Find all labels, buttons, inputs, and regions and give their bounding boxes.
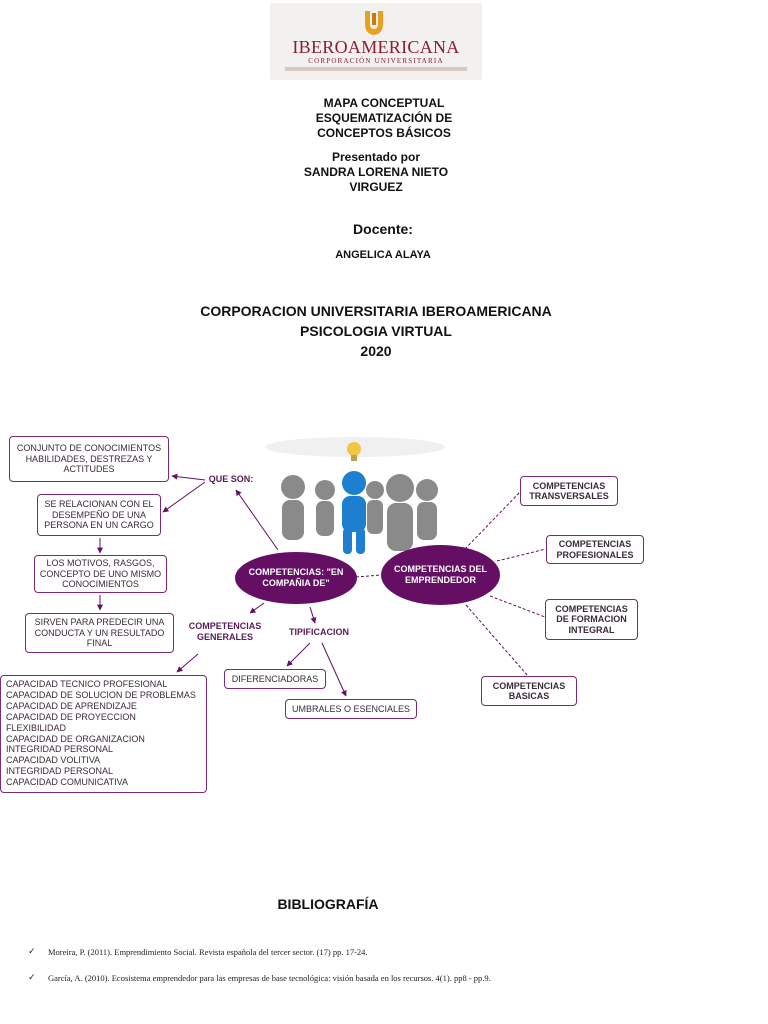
list-item: CAPACIDAD VOLITIVA [6, 755, 101, 766]
concept-box-umbrales: UMBRALES O ESENCIALES [285, 699, 417, 719]
teacher-name: ANGELICA ALAYA [335, 249, 431, 261]
list-item: CAPACIDAD DE APRENDIZAJE [6, 700, 137, 711]
list-item: CAPACIDAD DE SOLUCION DE PROBLEMAS [6, 689, 196, 700]
title-line: CONCEPTOS BÁSICOS [317, 126, 451, 140]
general-competencies-list: CAPACIDAD TECNICO PROFESIONAL CAPACIDAD … [0, 675, 207, 793]
ellipse-competencias-main: COMPETENCIAS: "EN COMPAÑIA DE" [235, 552, 357, 604]
presented-by: Presentado por SANDRA LORENA NIETO VIRGU… [0, 150, 752, 195]
list-item: CAPACIDAD COMUNICATIVA [6, 777, 129, 788]
concept-box-motives: LOS MOTIVOS, RASGOS, CONCEPTO DE UNO MIS… [34, 555, 167, 593]
teacher-label: Docente: [353, 221, 413, 237]
institution-line: 2020 [360, 343, 392, 359]
institution-block: CORPORACION UNIVERSITARIA IBEROAMERICANA… [0, 301, 752, 361]
list-item: INTEGRIDAD PERSONAL [6, 766, 114, 777]
concept-box-definition: CONJUNTO DE CONOCIMIENTOS HABILIDADES, D… [9, 436, 169, 482]
logo-subtitle: CORPORACIÓN UNIVERSITARIA [308, 57, 444, 65]
presented-line: SANDRA LORENA NIETO [303, 165, 449, 179]
institution-line: CORPORACION UNIVERSITARIA IBEROAMERICANA [200, 303, 552, 319]
label-tipificacion: TIPIFICACION [289, 627, 349, 637]
institution-line: PSICOLOGIA VIRTUAL [300, 323, 452, 339]
list-item: CAPACIDAD DE PROYECCION [6, 711, 136, 722]
ellipse-competencias-emprendedor: COMPETENCIAS DEL EMPRENDEDOR [381, 545, 500, 605]
concept-box-formacion-integral: COMPETENCIAS DE FORMACION INTEGRAL [545, 599, 638, 640]
reference-item: Moreira, P. (2011). Emprendimiento Socia… [48, 947, 368, 957]
concept-box-diferenciadoras: DIFERENCIADORAS [224, 669, 326, 689]
light-bulb-icon [347, 442, 361, 461]
list-item: CAPACIDAD DE ORGANIZACION [6, 733, 145, 744]
university-shield-icon [365, 11, 383, 35]
list-item: INTEGRIDAD PERSONAL [6, 744, 114, 755]
list-item: CAPACIDAD TECNICO PROFESIONAL [6, 679, 168, 689]
check-icon: ✓ [28, 972, 36, 982]
list-item: FLEXIBILIDAD [6, 722, 67, 733]
label-que-son: QUE SON: [208, 474, 254, 484]
logo-fine-print [285, 67, 467, 71]
bibliography-title: BIBLIOGRAFÍA [277, 896, 379, 912]
concept-box-basicas: COMPETENCIAS BASICAS [481, 676, 577, 706]
check-icon: ✓ [28, 946, 36, 956]
people-illustration [265, 437, 445, 554]
logo-name: IBEROAMERICANA [292, 37, 460, 57]
title-line: MAPA CONCEPTUAL [323, 96, 445, 110]
concept-box-profesionales: COMPETENCIAS PROFESIONALES [546, 535, 644, 564]
label-competencias-generales: COMPETENCIAS GENERALES [188, 621, 262, 642]
title-line: ESQUEMATIZACIÓN DE [315, 111, 453, 125]
concept-box-performance: SE RELACIONAN CON EL DESEMPEÑO DE UNA PE… [37, 494, 161, 536]
concept-box-transversales: COMPETENCIAS TRANSVERSALES [520, 476, 618, 506]
reference-item: García, A. (2010). Ecosistema emprendedo… [48, 973, 491, 983]
document-title: MAPA CONCEPTUAL ESQUEMATIZACIÓN DE CONCE… [0, 96, 768, 141]
concept-map-connectors [97, 437, 547, 697]
concept-box-predict: SIRVEN PARA PREDECIR UNA CONDUCTA Y UN R… [25, 613, 174, 653]
presented-line: Presentado por [331, 150, 421, 164]
presented-line: VIRGUEZ [349, 180, 403, 194]
